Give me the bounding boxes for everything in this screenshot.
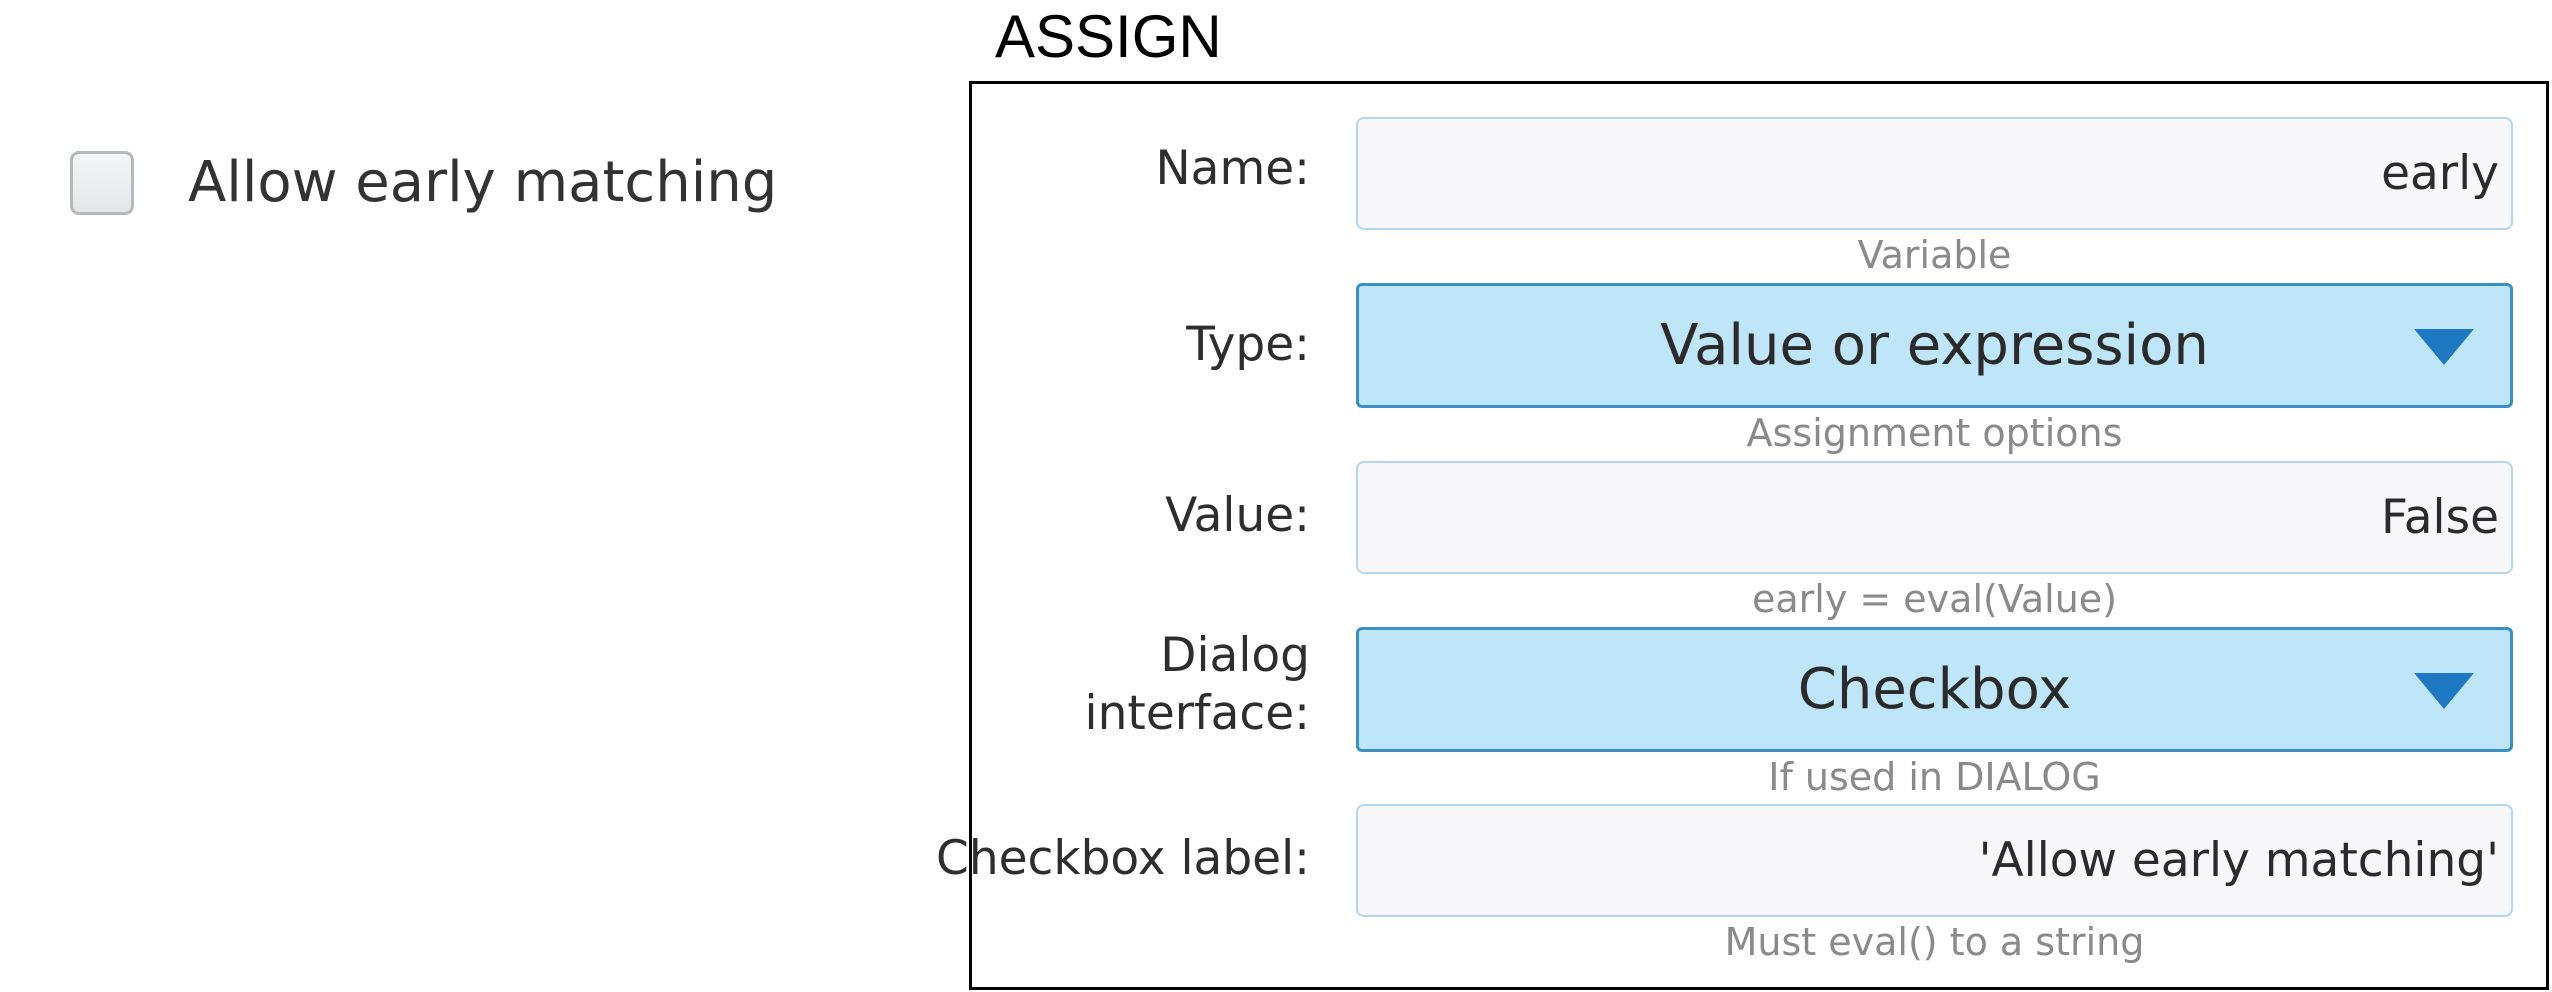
preview-checkbox-label: Allow early matching [188, 150, 778, 215]
triangle-down-icon [2414, 328, 2474, 365]
preview-checkbox[interactable] [70, 150, 134, 215]
checkbox-label-input[interactable]: 'Allow early matching' [1356, 804, 2513, 917]
type-select[interactable]: Value or expression [1356, 283, 2513, 408]
type-label: Type: [1186, 317, 1310, 372]
name-hint: Variable [1857, 233, 2012, 277]
dialog-interface-label-line1: Dialog [1160, 628, 1310, 683]
checkbox-label-label: Checkbox label: [936, 831, 1310, 886]
name-label: Name: [1155, 141, 1311, 196]
assign-panel: Name: early Variable Type: Value or expr… [936, 81, 2549, 990]
checkbox-label-hint: Must eval() to a string [1724, 920, 2145, 964]
value-input-value: False [2381, 490, 2499, 545]
value-input[interactable]: False [1356, 461, 2513, 574]
dialog-interface-hint: If used in DIALOG [1768, 755, 2101, 799]
type-hint: Assignment options [1746, 411, 2123, 455]
triangle-down-icon [2414, 672, 2474, 709]
dialog-interface-select-value: Checkbox [1797, 657, 2072, 722]
name-input-value: early [2381, 146, 2499, 201]
checkbox-label-input-value: 'Allow early matching' [1978, 833, 2499, 888]
dialog-interface-select[interactable]: Checkbox [1356, 627, 2513, 752]
value-hint: early = eval(Value) [1751, 577, 2118, 621]
value-label: Value: [1165, 488, 1310, 543]
name-input[interactable]: early [1356, 117, 2513, 230]
panel-title: ASSIGN [995, 3, 1222, 70]
type-select-value: Value or expression [1660, 313, 2209, 378]
preview-checkbox-row[interactable]: Allow early matching [70, 150, 777, 215]
dialog-interface-label-line2: interface: [1084, 686, 1310, 741]
